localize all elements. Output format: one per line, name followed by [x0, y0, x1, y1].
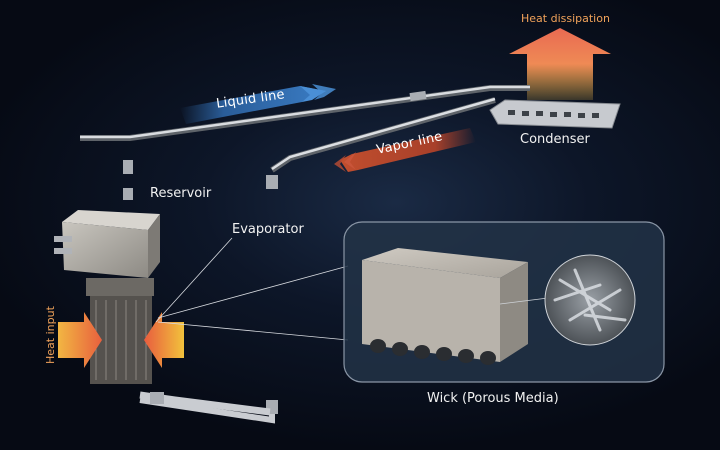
evaporator-label: Evaporator	[232, 222, 304, 237]
wick-slab	[362, 248, 528, 365]
wick-micrograph	[499, 254, 636, 346]
liquid-line-arrow	[180, 84, 336, 124]
heat-input-arrow-left	[58, 312, 102, 368]
vapor-line-arrow	[334, 128, 476, 172]
reservoir-block	[54, 210, 160, 278]
reservoir-label: Reservoir	[150, 186, 212, 201]
heat-input-arrow-right	[144, 312, 184, 368]
heat-dissipation-label: Heat dissipation	[521, 12, 610, 25]
wick-callout-lines	[157, 265, 349, 341]
liquid-line-pipe	[80, 85, 530, 210]
condenser-block	[489, 99, 621, 129]
condenser-label: Condenser	[520, 132, 590, 147]
heat-dissipation-arrow	[509, 28, 611, 100]
evaporator-leader-line	[155, 237, 233, 323]
heat-input-label: Heat input	[44, 306, 57, 364]
wick-label: Wick (Porous Media)	[427, 391, 559, 406]
liquid-return-pipe	[139, 391, 271, 416]
